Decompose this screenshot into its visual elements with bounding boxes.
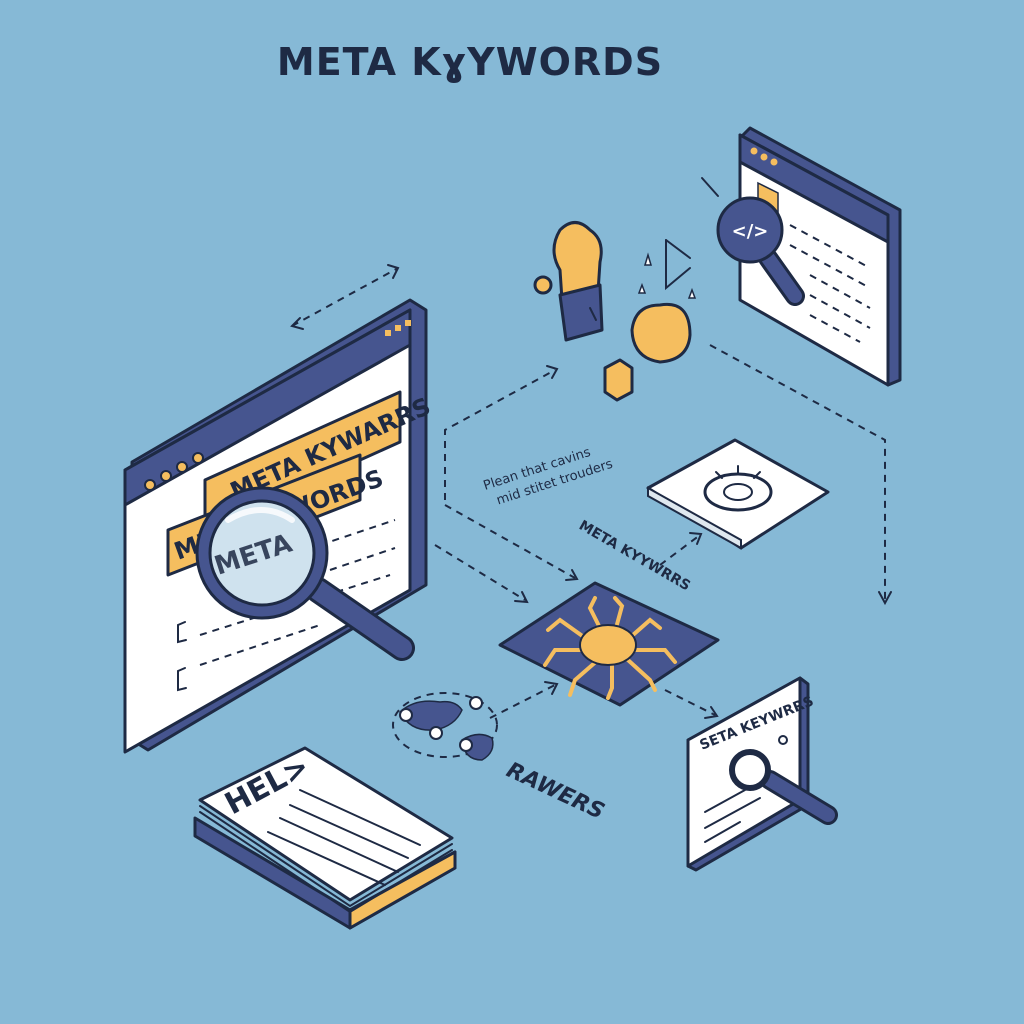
arrow-head [514,591,529,604]
text-line [329,547,396,571]
result-page [686,676,838,872]
text-line [809,274,871,309]
book-page-edge [199,805,453,908]
code-magnifier-icon [716,196,805,306]
gear-tooth [753,471,761,479]
connector-spider-result [664,689,716,716]
window-dot-icon [160,470,172,482]
card-panel [646,438,830,550]
connector-arrows [290,177,892,719]
main-browser-window: META KYWARRS META KYWORDS META [123,298,435,754]
gear-tooth [715,471,723,479]
window-dot-icon [750,147,758,155]
arrow-head [704,706,719,719]
text-line [319,519,396,546]
text-line [199,624,321,666]
window-control-icon [405,320,411,326]
text-line [704,789,746,813]
text-line [809,314,861,343]
text-line [704,821,741,843]
book-page-edge [199,811,453,914]
book-page [198,746,454,902]
book-spine [348,850,457,930]
window-control-icon [385,330,391,336]
motion-line [701,177,719,197]
arrow-head [546,365,559,379]
text-line [789,224,871,269]
connector-browser-spider [434,544,526,601]
card-edge [647,486,742,550]
arrow-head [878,591,892,606]
gear-hub [723,483,753,501]
bracket-icon [177,667,187,692]
code-browser-window: </> [716,126,902,387]
text-line [704,797,761,829]
window-dot-icon [770,158,778,166]
connector-spider-card [659,534,701,566]
book-icon [193,746,457,930]
window-dot-icon [192,452,204,464]
spider-body [579,624,637,666]
page-title: META KɣYWORDS [277,40,663,84]
arrow-head [689,532,703,545]
arrow-head [565,569,579,581]
text-line [267,831,386,886]
connector-network-spider [489,684,556,719]
magnifier-icon [195,486,415,661]
drop-icon [630,252,697,364]
text-line [299,789,421,846]
window-dot-icon [760,153,768,161]
note-text: Plean that cavins mid stitet trouders [482,445,615,509]
code-icon-text: </> [732,221,769,242]
bracket-icon [177,621,187,644]
lightbulb-icon [533,221,604,342]
window-dot-icon [144,479,156,491]
branch-arrow [665,239,691,291]
result-magnifier-icon [729,749,838,825]
arrow-head [544,681,559,695]
text-line [789,244,871,289]
text-line [289,804,409,859]
block-icon [603,358,634,402]
arrow-head [387,264,400,279]
text-line [279,817,399,873]
spider-tile [498,581,720,707]
crawlers-label: RAWERS [502,758,608,825]
connector-note-spider [444,504,576,579]
arrow-head [290,317,304,330]
connector-up [444,369,556,500]
dot-icon [778,735,788,745]
spider-icon [543,596,677,700]
window-control-icon [395,325,401,331]
crawler-network-icon [392,692,498,761]
connector-right-vertical [709,344,886,600]
branch-arrow [665,239,691,259]
settings-card [646,438,830,550]
text-line [809,294,871,329]
window-dot-icon [176,461,188,473]
